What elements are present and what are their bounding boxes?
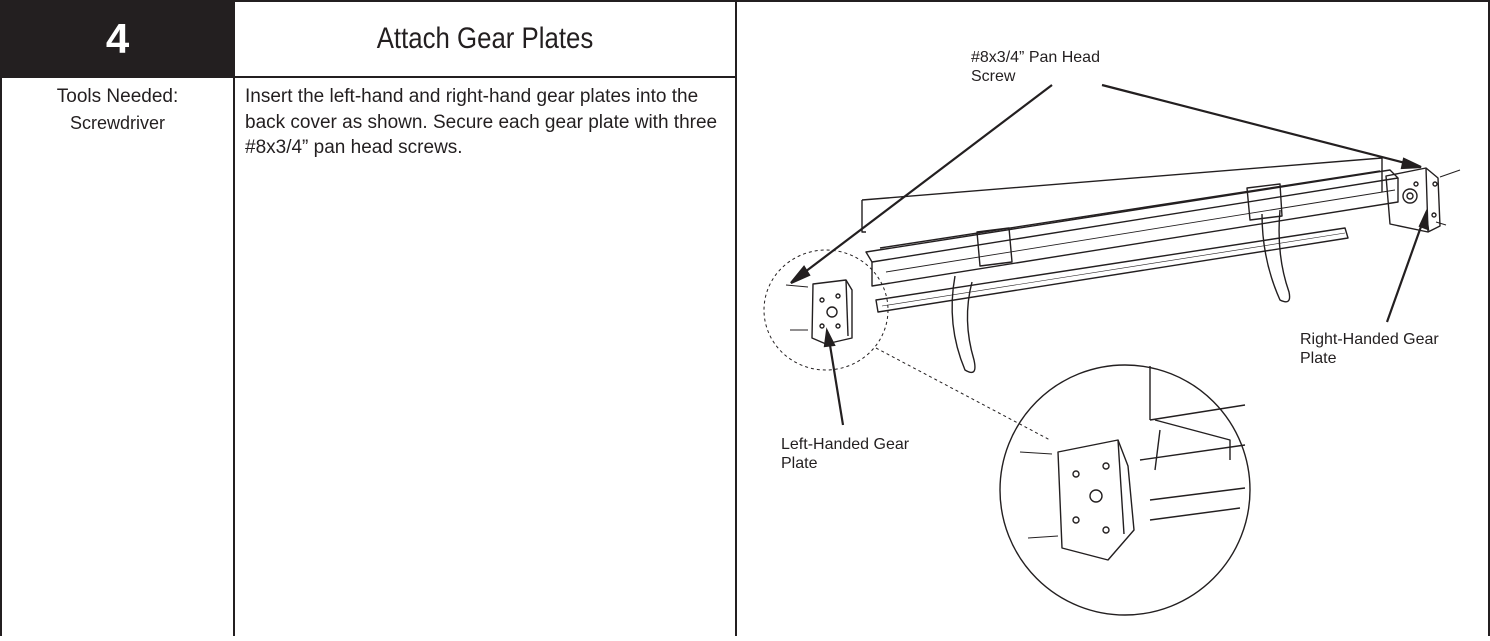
tools-needed: Tools Needed: Screwdriver [2, 84, 233, 136]
left-plate-label: Left-Handed Gear Plate [781, 436, 910, 472]
instruction-text: Insert the left-hand and right-hand gear… [245, 86, 718, 158]
tool-item: Screwdriver [69, 113, 166, 133]
assembly-illustration [763, 83, 1461, 616]
assembly-diagram: #8x3/4” Pan Head Screw Right-Handed Gear… [737, 2, 1488, 636]
screw-label: #8x3/4” Pan Head Screw [971, 49, 1100, 85]
column-divider-1 [233, 0, 235, 636]
tools-heading: Tools Needed: [56, 86, 179, 107]
column-divider-2 [735, 0, 737, 636]
header-divider [0, 76, 737, 78]
step-title: Attach Gear Plates [376, 22, 594, 55]
right-plate-label: Right-Handed Gear Plate [1300, 331, 1439, 367]
step-number: 4 [2, 2, 233, 76]
